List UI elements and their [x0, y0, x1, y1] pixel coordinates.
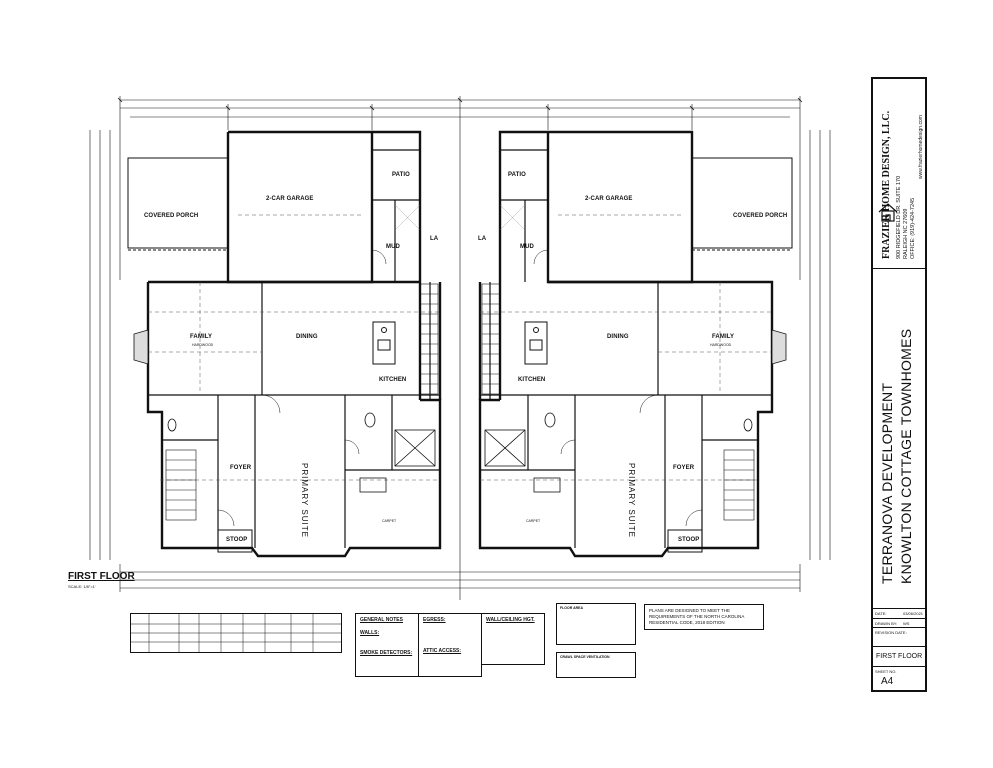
firm-cell: FRAZIER HOME DESIGN, LLC. 900 RIDGEFIELD… [873, 79, 925, 269]
room-label-mud-right: MUD [520, 244, 534, 250]
firm-logo-house-icon [878, 203, 898, 222]
room-label-foyer-right: FOYER [673, 465, 695, 471]
room-label-stoop-left: STOOP [226, 537, 248, 543]
sheet-number-label: SHEET NO. [875, 669, 897, 674]
room-label-primary-suite-right: PRIMARY SUITE [627, 463, 636, 538]
room-label-stoop-right: STOOP [678, 537, 700, 543]
firm-office-phone: OFFICE: (919)-424-7245 [910, 197, 916, 259]
room-label-garage-left: 2-CAR GARAGE [266, 196, 314, 202]
crawl-space-title: CRAWL SPACE VENTILATION [560, 655, 610, 659]
wall-ceiling-title: WALL/CEILING HGT. [486, 617, 535, 623]
revision-date-label: REVISION DATE: [875, 630, 907, 635]
room-label-laundry-left: LA [430, 236, 439, 242]
project-title-line-1: TERRANOVA DEVELOPMENT [879, 382, 895, 584]
smoke-detectors-title: SMOKE DETECTORS: [360, 650, 413, 656]
date-label: DATE: [875, 611, 887, 616]
sheet-number-value: A4 [881, 676, 894, 687]
title-block: FRAZIER HOME DESIGN, LLC. 900 RIDGEFIELD… [871, 77, 927, 692]
schedule-table [130, 613, 342, 653]
room-label-garage-right: 2-CAR GARAGE [585, 196, 633, 202]
room-label-kitchen-right: KITCHEN [518, 377, 546, 383]
egress-title: EGRESS: [423, 617, 446, 623]
date-value: 03/06/2021 [903, 611, 924, 616]
room-label-hardwood-left: HARDWOOD [192, 343, 214, 347]
first-floor-plan-drawing [89, 96, 831, 600]
general-notes-title: GENERAL NOTES [360, 617, 403, 623]
room-label-covered-porch-left: COVERED PORCH [144, 213, 199, 219]
room-label-carpet-right: CARPET [526, 519, 541, 523]
project-title-line-2: KNOWLTON COTTAGE TOWNHOMES [898, 328, 914, 584]
room-label-dining-left: DINING [296, 334, 318, 340]
plan-caption: FIRST FLOOR [68, 571, 135, 582]
room-label-primary-suite-left: PRIMARY SUITE [300, 463, 309, 538]
room-label-family-left: FAMILY [190, 334, 213, 340]
general-notes-block: GENERAL NOTES WALLS: SMOKE DETECTORS: [355, 613, 419, 677]
attic-access-title: ATTIC ACCESS: [423, 648, 462, 654]
plan-scale: SCALE: 1/8"=1' [68, 584, 96, 589]
revision-row: REVISION DATE: [873, 628, 925, 647]
firm-name: FRAZIER HOME DESIGN, LLC. [881, 110, 892, 259]
drawn-by-row: DRAWN BY: WS [873, 619, 925, 628]
sheet-number-row: SHEET NO. A4 [873, 667, 925, 690]
room-label-carpet-left: CARPET [382, 519, 397, 523]
drawn-by-value: WS [903, 621, 910, 626]
room-label-covered-porch-right: COVERED PORCH [733, 213, 788, 219]
code-compliance-text: PLANS ARE DESIGNED TO MEET THE REQUIREME… [649, 608, 745, 625]
walls-title: WALLS: [360, 630, 380, 636]
firm-website: www.frazierhomedesign.com [918, 115, 924, 179]
code-compliance-note: PLANS ARE DESIGNED TO MEET THE REQUIREME… [644, 604, 764, 630]
project-title-cell: TERRANOVA DEVELOPMENT KNOWLTON COTTAGE T… [873, 269, 925, 609]
firm-city: RALEIGH NC 27609 [903, 208, 909, 259]
drawing-title-row: FIRST FLOOR [873, 647, 925, 667]
drawn-by-label: DRAWN BY: [875, 621, 898, 626]
room-label-laundry-right: LA [478, 236, 487, 242]
room-label-patio-left: PATIO [392, 172, 410, 178]
crawl-space-block: CRAWL SPACE VENTILATION [556, 652, 636, 678]
firm-address: 900 RIDGEFIELD DR. SUITE 170 [896, 175, 902, 259]
drawing-title: FIRST FLOOR [876, 653, 923, 660]
floor-area-title: FLOOR AREA [560, 606, 584, 610]
room-label-hardwood-right: HARDWOOD [710, 343, 732, 347]
floor-area-block: FLOOR AREA [556, 603, 636, 645]
room-label-patio-right: PATIO [508, 172, 526, 178]
wall-ceiling-notes-block: WALL/CEILING HGT. [481, 613, 545, 665]
schedule-table-grid [131, 614, 341, 652]
room-label-foyer-left: FOYER [230, 465, 252, 471]
room-label-kitchen-left: KITCHEN [379, 377, 407, 383]
room-label-mud-left: MUD [386, 244, 400, 250]
room-label-dining-right: DINING [607, 334, 629, 340]
room-label-family-right: FAMILY [712, 334, 735, 340]
date-row: DATE: 03/06/2021 [873, 609, 925, 619]
egress-notes-block: EGRESS: ATTIC ACCESS: [418, 613, 482, 677]
